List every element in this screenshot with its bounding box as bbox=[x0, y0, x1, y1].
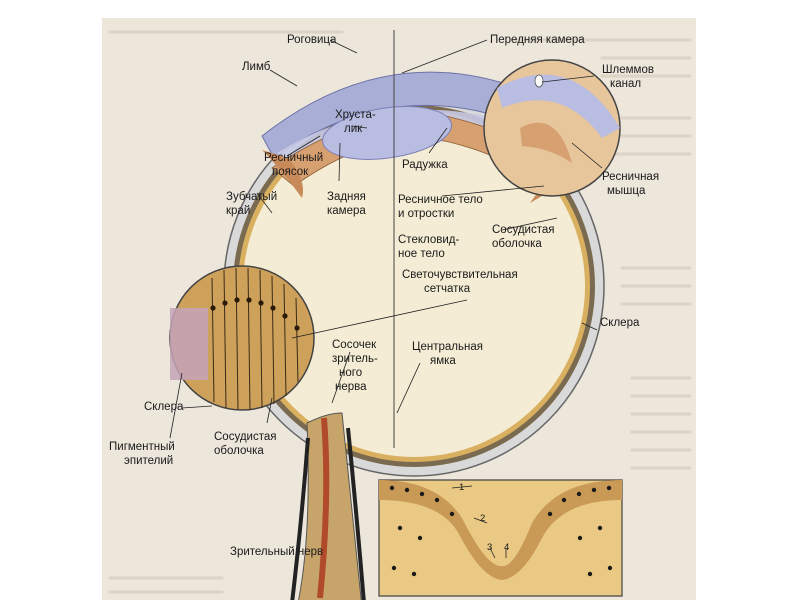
fovea-number-4: 4 bbox=[504, 542, 509, 553]
label-ciliary-muscle-2: мышца bbox=[607, 185, 646, 197]
label-sclera-left: Склера bbox=[144, 401, 184, 413]
label-posterior-chamber-2: камера bbox=[327, 205, 366, 217]
label-choroid-1: Сосудистая bbox=[492, 224, 554, 236]
fovea-number-1: 1 bbox=[459, 482, 464, 493]
leader-lines bbox=[169, 39, 603, 559]
fovea-number-3: 3 bbox=[487, 542, 492, 553]
label-sclera-right: Склера bbox=[600, 317, 640, 329]
label-ciliary-girdle-2: поясок bbox=[272, 166, 309, 178]
label-cornea: Роговица bbox=[287, 34, 337, 46]
label-fovea-1: Центральная bbox=[412, 341, 483, 353]
label-lens-1: Хруста- bbox=[335, 109, 376, 121]
label-optic-disc-1: Сосочек bbox=[332, 339, 377, 351]
optic-nerve bbox=[290, 412, 366, 600]
label-choroid-2: оболочка bbox=[492, 238, 542, 250]
label-choroid-inset-2: оболочка bbox=[214, 445, 264, 457]
label-retina-2: сетчатка bbox=[424, 283, 471, 295]
label-optic-disc-2: зритель- bbox=[332, 353, 378, 365]
label-dentate-edge-1: Зубчатый bbox=[226, 191, 277, 203]
label-posterior-chamber-1: Задняя bbox=[327, 191, 366, 203]
eye-anatomy-diagram: Роговица Передняя камера Лимб Шлеммов ка… bbox=[108, 30, 692, 600]
label-dentate-edge-2: край bbox=[226, 205, 250, 217]
label-pigment-epithelium-1: Пигментный bbox=[109, 441, 175, 453]
label-retina-1: Светочувствительная bbox=[402, 269, 518, 281]
label-fovea-2: ямка bbox=[430, 355, 456, 367]
label-ciliary-body-2: и отростки bbox=[398, 208, 454, 220]
label-schlemm-canal-1: Шлеммов bbox=[602, 64, 654, 76]
label-schlemm-canal-2: канал bbox=[610, 78, 641, 90]
inset-schlemm-canal bbox=[483, 59, 621, 197]
label-vitreous-1: Стекловид- bbox=[398, 234, 459, 246]
lens bbox=[322, 106, 452, 160]
label-limbus: Лимб bbox=[242, 61, 271, 73]
label-optic-nerve: Зрительный нерв bbox=[230, 546, 323, 558]
figure-frame: Роговица Передняя камера Лимб Шлеммов ка… bbox=[102, 18, 696, 600]
label-pigment-epithelium-2: эпителий bbox=[124, 455, 173, 467]
inset-fovea bbox=[378, 479, 623, 597]
label-anterior-chamber: Передняя камера bbox=[490, 34, 585, 46]
label-ciliary-body-1: Ресничное тело bbox=[398, 194, 483, 206]
schlemm-canal-lumen bbox=[534, 74, 544, 88]
label-lens-2: лик bbox=[344, 123, 363, 135]
inset-retina-layers bbox=[169, 265, 315, 411]
central-vessels bbox=[317, 417, 330, 599]
ciliary-body-left bbox=[262, 150, 304, 198]
label-ciliary-girdle-1: Ресничный bbox=[264, 152, 323, 164]
label-vitreous-2: ное тело bbox=[398, 248, 445, 260]
label-choroid-inset-1: Сосудистая bbox=[214, 431, 276, 443]
pigment-epithelium-band bbox=[170, 308, 208, 380]
vitreous-body bbox=[243, 115, 585, 457]
label-ciliary-muscle-1: Ресничная bbox=[602, 171, 659, 183]
labels: Роговица Передняя камера Лимб Шлеммов ка… bbox=[109, 34, 659, 558]
label-optic-disc-4: нерва bbox=[335, 381, 367, 393]
label-optic-disc-3: ного bbox=[339, 367, 362, 379]
fovea-number-2: 2 bbox=[480, 513, 485, 524]
label-iris: Радужка bbox=[402, 159, 448, 171]
